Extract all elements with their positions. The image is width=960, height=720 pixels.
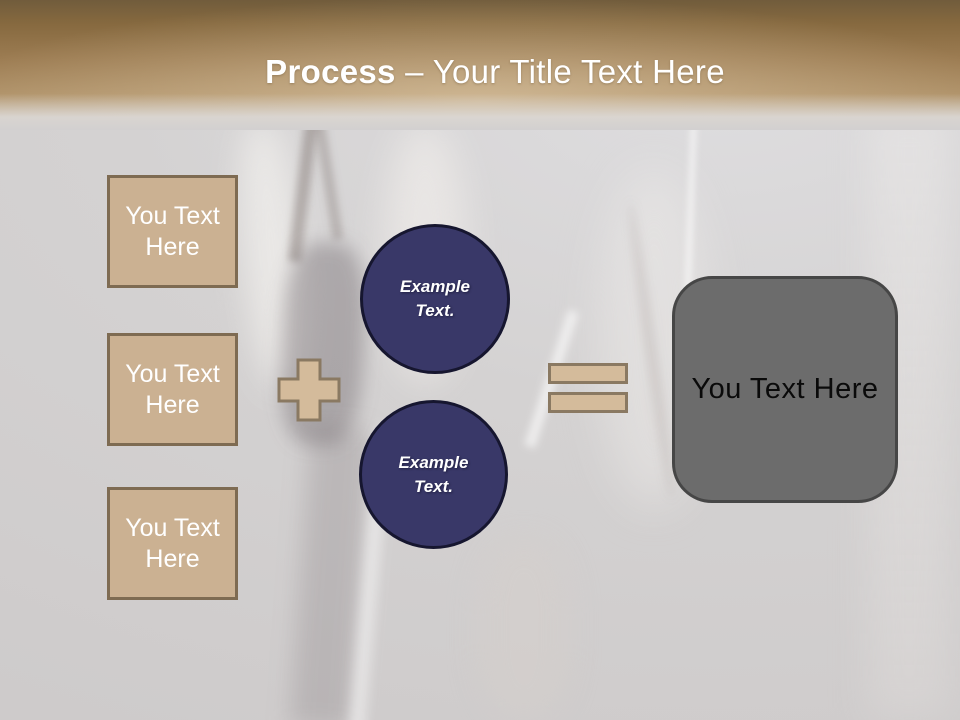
- equals-icon: [548, 363, 628, 413]
- watermark-shape: [478, 538, 570, 720]
- plus-icon: [277, 358, 341, 422]
- title-emphasis: Process: [265, 53, 396, 90]
- input-box-1[interactable]: You Text Here: [107, 175, 238, 288]
- equals-bar: [548, 392, 628, 413]
- input-box-2-label: You Text Here: [125, 359, 220, 419]
- title-bar: [0, 0, 960, 130]
- input-box-3-label: You Text Here: [125, 513, 220, 573]
- title-rest: Your Title Text Here: [432, 53, 725, 90]
- example-circle-1[interactable]: Example Text.: [360, 224, 510, 374]
- title-separator: –: [395, 53, 433, 90]
- result-box[interactable]: You Text Here: [672, 276, 898, 503]
- example-circle-1-label: Example Text.: [400, 277, 470, 320]
- input-box-3[interactable]: You Text Here: [107, 487, 238, 600]
- example-circle-2-label: Example Text.: [398, 452, 469, 496]
- example-circle-2[interactable]: Example Text.: [359, 400, 508, 549]
- input-box-1-label: You Text Here: [125, 201, 220, 261]
- result-box-label: You Text Here: [691, 373, 879, 405]
- equals-bar: [548, 363, 628, 384]
- input-box-2[interactable]: You Text Here: [107, 333, 238, 446]
- slide-title[interactable]: Process – Your Title Text Here: [0, 53, 960, 91]
